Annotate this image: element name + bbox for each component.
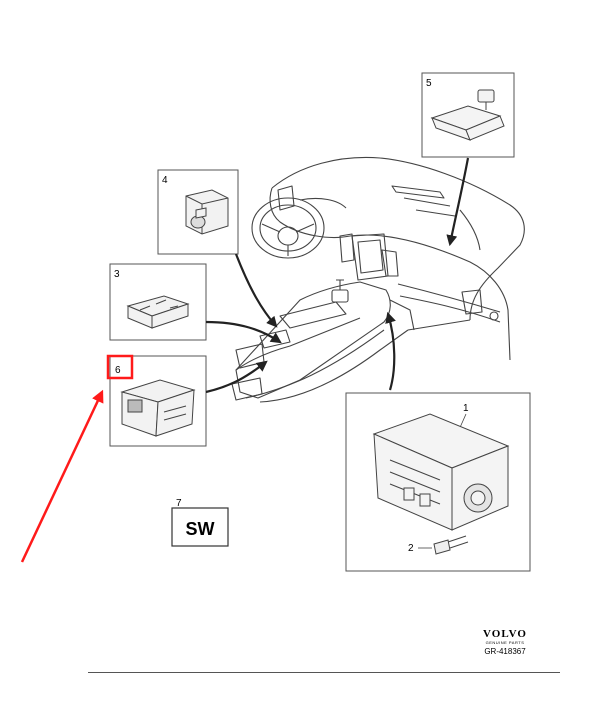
leader-4 bbox=[234, 253, 278, 328]
leader-5 bbox=[446, 157, 470, 247]
callout-6: 6 bbox=[115, 365, 121, 376]
callout-6-highlight bbox=[106, 354, 134, 380]
diagram-code: GR-418367 bbox=[484, 647, 526, 656]
control-module-6-icon bbox=[120, 379, 196, 437]
dashboard-illustration bbox=[231, 156, 525, 403]
component-box-3: 3 bbox=[109, 263, 207, 341]
component-box-1: 1 2 bbox=[345, 392, 531, 572]
callout-3: 3 bbox=[114, 269, 120, 280]
leader-1 bbox=[385, 311, 396, 391]
component-box-6: 6 bbox=[106, 354, 207, 447]
leader-3 bbox=[205, 320, 282, 344]
component-box-4: 4 bbox=[157, 169, 239, 255]
sw-label: SW bbox=[186, 519, 215, 539]
callout-4: 4 bbox=[162, 175, 168, 186]
genuine-parts-text: GENUINE PARTS bbox=[485, 640, 525, 645]
screw-icon bbox=[433, 535, 469, 555]
leader-lines bbox=[205, 157, 470, 394]
connector-3-icon bbox=[126, 295, 190, 329]
leader-6 bbox=[205, 360, 268, 394]
volvo-brand: VOLVO GENUINE PARTS GR-418367 bbox=[470, 628, 540, 656]
sw-box-frame bbox=[171, 507, 229, 547]
component-box-5: 5 bbox=[421, 72, 515, 158]
red-annotation-arrow bbox=[20, 389, 104, 563]
software-box-7: 7 SW bbox=[171, 498, 229, 547]
callout-2: 2 bbox=[408, 543, 414, 554]
callout-7: 7 bbox=[176, 498, 182, 509]
bottom-rule bbox=[88, 672, 560, 673]
usb-port-icon bbox=[185, 189, 229, 235]
volvo-logo: VOLVO bbox=[483, 628, 527, 640]
module-5-icon bbox=[430, 89, 505, 141]
callout-5: 5 bbox=[426, 78, 432, 89]
infotainment-unit-icon bbox=[372, 413, 510, 531]
callout-1: 1 bbox=[463, 403, 469, 414]
